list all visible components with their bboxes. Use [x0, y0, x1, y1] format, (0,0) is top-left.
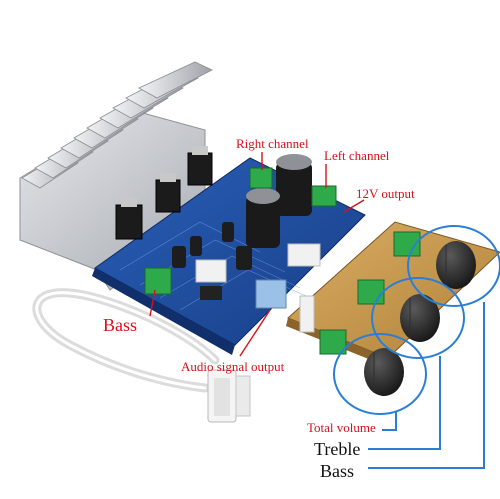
ribbon-cable [32, 288, 251, 423]
label-bass-left: Bass [103, 315, 138, 335]
potentiometer-knobs [364, 241, 476, 396]
label-12v-output: 12V output [356, 186, 415, 201]
label-audio-signal-output: Audio signal output [181, 359, 285, 374]
red-leader-lines [149, 152, 365, 357]
power-transistors [115, 146, 213, 240]
label-bass-right: Bass [320, 461, 355, 481]
label-left-channel: Left channel [324, 148, 390, 163]
filter-capacitors [246, 154, 312, 248]
label-total-volume: Total volume [307, 420, 376, 435]
small-components [172, 222, 321, 309]
callout-markers [333, 225, 500, 469]
label-treble: Treble [314, 439, 361, 459]
screw-terminals [144, 167, 337, 295]
label-right-channel: Right channel [236, 136, 309, 151]
